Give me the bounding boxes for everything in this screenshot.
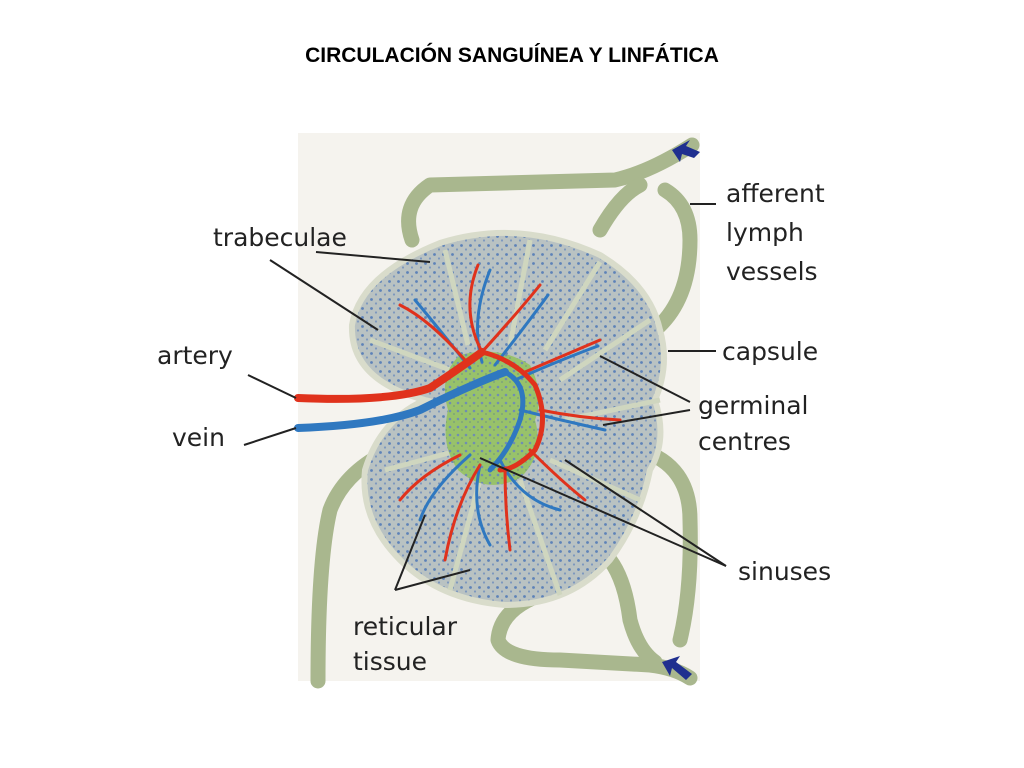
label-sinuses: sinuses (738, 557, 831, 586)
slide-title: CIRCULACIÓN SANGUÍNEA Y LINFÁTICA (305, 44, 719, 67)
label-vein: vein (172, 423, 225, 452)
arteries (294, 263, 622, 562)
label-reticular-2: tissue (353, 647, 427, 676)
lymph-vessels (310, 137, 700, 689)
label-afferent-3: vessels (726, 257, 818, 286)
arrow-icon (662, 656, 692, 680)
label-afferent-1: afferent (726, 179, 825, 208)
label-germinal-2: centres (698, 427, 791, 456)
leader-lines (243, 203, 727, 591)
label-reticular-1: reticular (353, 612, 458, 641)
label-afferent-2: lymph (726, 218, 804, 247)
label-trabeculae: trabeculae (213, 223, 347, 252)
label-artery: artery (157, 341, 233, 370)
trabeculae (369, 239, 661, 596)
label-capsule: capsule (722, 337, 818, 366)
arrow-icon (672, 140, 700, 162)
label-germinal-1: germinal (698, 391, 809, 420)
